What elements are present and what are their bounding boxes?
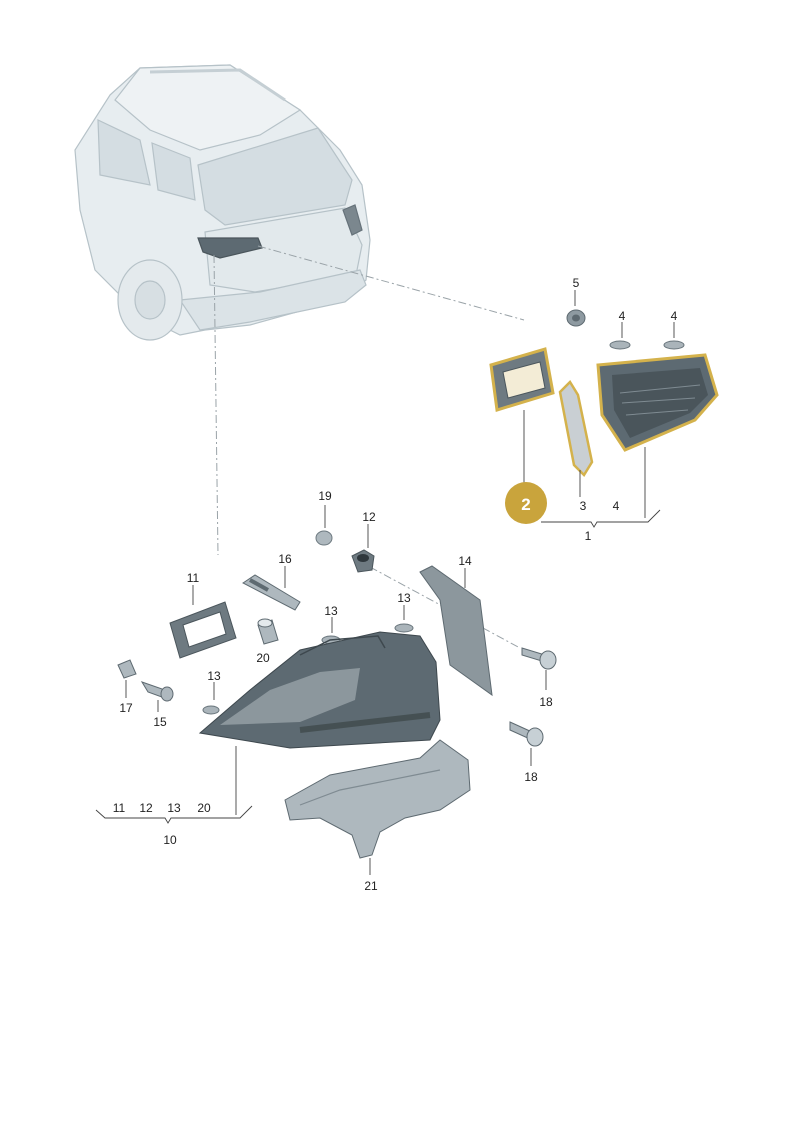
callout-16: 16 (278, 552, 292, 566)
bulb-socket-part-12 (351, 524, 375, 573)
callout-19: 19 (318, 489, 332, 503)
callout-13-left: 13 (324, 604, 338, 618)
callout-10: 10 (163, 833, 177, 847)
screw-part-18b (509, 721, 544, 766)
bush-part-20 (257, 618, 279, 645)
vehicle-illustration (74, 64, 371, 341)
callout-21: 21 (364, 879, 378, 893)
callout-12: 12 (362, 510, 376, 524)
group-10-item-1: 12 (139, 801, 153, 815)
callout-18-upper: 18 (539, 695, 553, 709)
cover-part-14 (419, 565, 493, 697)
gasket-part-2 (489, 347, 555, 412)
washer-part-13b (394, 605, 414, 633)
highlight-badge: 2 (505, 482, 547, 524)
callout-14: 14 (458, 554, 472, 568)
gasket-part-11 (169, 585, 237, 659)
nut-part-5 (566, 290, 586, 327)
group-bracket-10 (95, 805, 253, 824)
connector-line-upper (257, 245, 525, 321)
washer-part-13c (202, 682, 220, 715)
group-bracket-1 (541, 509, 661, 528)
callout-13-right: 13 (397, 591, 411, 605)
group-10-item-0: 11 (113, 801, 126, 815)
callout-3: 3 (580, 499, 587, 513)
pin-part-17 (117, 659, 137, 698)
callout-20: 20 (256, 651, 270, 665)
callout-labels: 1 3 4 4 4 5 10 11 12 13 20 11 12 13 13 1… (113, 276, 678, 893)
mounting-bracket-part-21 (284, 739, 471, 875)
plug-part-19 (315, 505, 333, 546)
tail-lamp-inner-part-10 (198, 631, 441, 749)
callout-11: 11 (187, 571, 200, 585)
washer-part-4a (609, 322, 631, 350)
bolt-part-15 (140, 681, 174, 712)
callout-13-lower: 13 (207, 669, 221, 683)
group-10-item-3: 20 (197, 801, 211, 815)
group-10-item-2: 13 (167, 801, 181, 815)
callout-4-lower: 4 (613, 499, 620, 513)
callout-4-left: 4 (619, 309, 626, 323)
callout-15: 15 (153, 715, 167, 729)
callout-5: 5 (573, 276, 580, 290)
highlight-badge-label: 2 (521, 495, 530, 514)
tail-lamp-outer-part-4 (596, 353, 719, 452)
callout-1: 1 (585, 529, 592, 543)
adjuster-screw-part-16 (242, 566, 301, 611)
callout-4-right: 4 (671, 309, 678, 323)
callout-17: 17 (119, 701, 133, 715)
washer-part-4b (663, 322, 685, 350)
trim-strip-part-3 (558, 379, 594, 478)
callout-18-lower: 18 (524, 770, 538, 784)
connector-line-lower (213, 254, 219, 556)
screw-part-18a (521, 647, 557, 690)
